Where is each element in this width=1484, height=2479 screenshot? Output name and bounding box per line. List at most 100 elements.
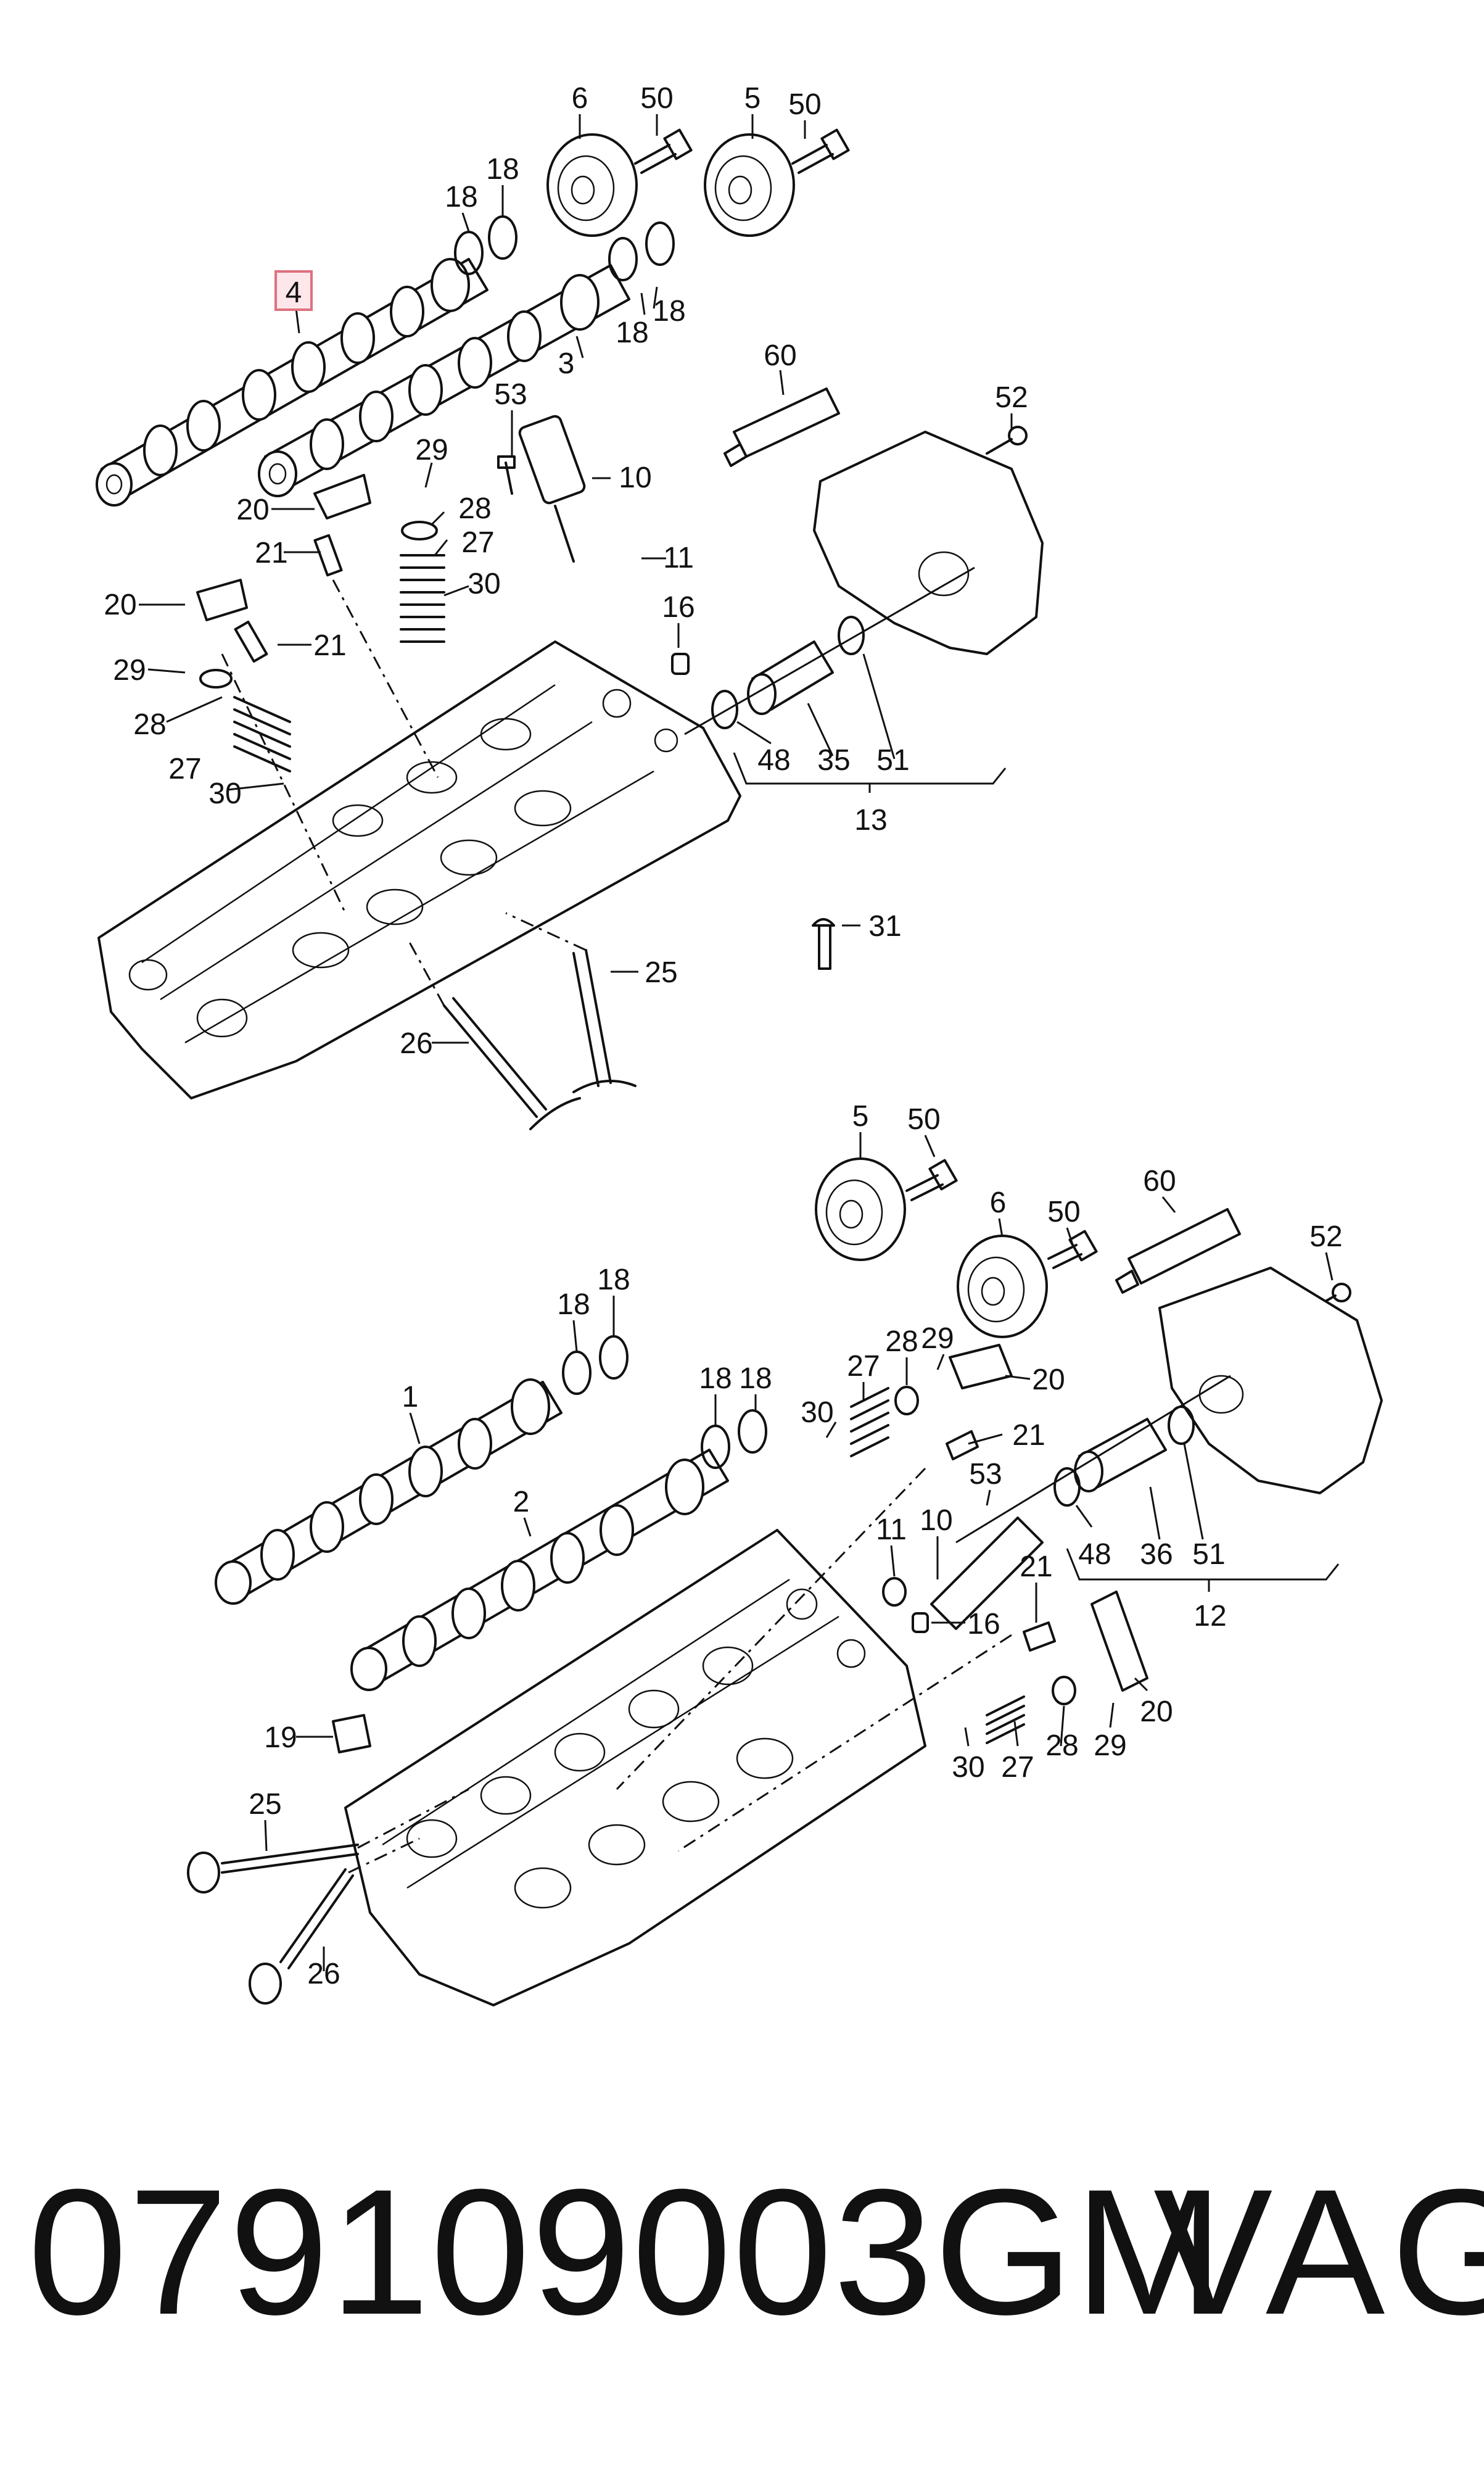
sprocket-5 xyxy=(704,133,795,237)
callout-label: 29 xyxy=(921,1322,954,1355)
callout-label: 30 xyxy=(208,777,241,810)
callout-label: 20 xyxy=(104,589,136,621)
callout-label: 27 xyxy=(461,526,494,559)
callout-label: 51 xyxy=(1192,1538,1225,1571)
highlight-box-callout-4 xyxy=(274,270,313,311)
callout-label: 50 xyxy=(640,82,673,115)
callout-label: 18 xyxy=(653,295,685,328)
seals-28 xyxy=(199,521,438,689)
valve-springs-27-lower xyxy=(850,1387,1025,1744)
leader-lines xyxy=(139,114,1334,1971)
rocker-arm-20-lower-b xyxy=(1090,1591,1148,1692)
bolts-50-lower xyxy=(905,1159,1098,1269)
callout-label: 60 xyxy=(764,339,796,372)
exploded-view-drawing: 6 50 5 50 18 18 4 18 18 3 60 52 53 10 29… xyxy=(96,82,1383,2006)
callout-label: 18 xyxy=(486,153,519,186)
circlips-18-upper xyxy=(454,215,675,281)
callout-label: 29 xyxy=(1094,1729,1126,1762)
callout-label: 29 xyxy=(113,654,146,687)
callout-label: 16 xyxy=(662,591,695,624)
brand-name: VAG xyxy=(1153,2152,1484,2352)
callout-label: 6 xyxy=(572,82,588,115)
filter-35-upper xyxy=(747,640,834,715)
circlips-18-lower xyxy=(562,1335,767,1469)
callout-label: 19 xyxy=(264,1721,297,1754)
callout-label: 28 xyxy=(885,1325,918,1358)
bolt-50-upper-a xyxy=(634,128,693,174)
callout-label: 26 xyxy=(307,1958,340,1990)
callout-label: 25 xyxy=(249,1788,281,1821)
valve-springs-27 xyxy=(233,554,445,772)
callout-label: 28 xyxy=(1045,1729,1078,1762)
callout-label: 51 xyxy=(876,744,909,777)
callout-label: 2 xyxy=(513,1486,530,1518)
bolt-53-upper xyxy=(497,455,516,495)
plug-16-lower xyxy=(912,1612,929,1633)
camshaft-1 xyxy=(215,1378,563,1605)
element-21-lower xyxy=(946,1430,1056,1652)
callout-label: 28 xyxy=(458,492,491,525)
camshaft-3 xyxy=(258,264,630,497)
callout-label: 50 xyxy=(1047,1196,1080,1228)
camshaft-4 xyxy=(96,258,488,507)
cover-13-upper xyxy=(813,431,1044,655)
seals-28-lower xyxy=(894,1386,1076,1705)
upper-assembly xyxy=(96,128,1044,1130)
hydraulic-elements-21 xyxy=(234,534,343,663)
callout-label: 36 xyxy=(1140,1538,1173,1571)
cylinder-head-upper xyxy=(97,640,741,1099)
callout-label: 30 xyxy=(801,1396,833,1429)
rocker-arm-20-lower-a xyxy=(949,1344,1013,1389)
callout-label: 27 xyxy=(1001,1751,1034,1784)
callout-label: 29 xyxy=(415,434,448,466)
callout-label: 30 xyxy=(468,568,500,600)
sprocket-6-lower xyxy=(957,1235,1048,1338)
callout-label: 11 xyxy=(663,542,694,574)
callout-label: 10 xyxy=(619,461,651,494)
callout-label: 21 xyxy=(1012,1419,1045,1452)
callout-label: 52 xyxy=(1309,1220,1342,1253)
callout-label: 53 xyxy=(494,378,527,411)
seal-11-lower xyxy=(882,1577,907,1607)
part-number: 079109003GM xyxy=(28,2152,1225,2352)
callout-label: 21 xyxy=(255,537,287,569)
sprocket-5-lower xyxy=(815,1157,906,1261)
footer: 079109003GM VAG xyxy=(0,2159,1484,2344)
valve-26-lower xyxy=(249,1868,354,2005)
camshaft-2 xyxy=(350,1449,729,1691)
sealant-tube-60-lower xyxy=(1115,1208,1241,1294)
callout-label: 12 xyxy=(1193,1600,1226,1633)
callout-label: 31 xyxy=(868,910,901,943)
sealant-tube-60-upper xyxy=(723,387,840,467)
callout-label: 35 xyxy=(817,744,850,777)
callout-label: 18 xyxy=(557,1288,590,1321)
seals-48-51-upper xyxy=(711,616,865,729)
callout-label: 10 xyxy=(920,1504,952,1537)
valve-25-lower xyxy=(187,1844,359,1893)
valve-26-upper xyxy=(443,997,581,1130)
callout-label: 48 xyxy=(757,744,790,777)
bolt-52-upper xyxy=(986,426,1028,455)
callout-label: 5 xyxy=(744,82,761,115)
cylinder-head-lower xyxy=(344,1529,926,2006)
callout-label: 18 xyxy=(445,181,477,213)
callout-label: 18 xyxy=(699,1362,732,1395)
rocker-arm-20-a xyxy=(313,474,371,519)
callout-label: 28 xyxy=(133,708,166,741)
callout-label: 52 xyxy=(995,381,1028,414)
callout-label: 18 xyxy=(597,1264,630,1296)
callout-label: 27 xyxy=(847,1350,880,1383)
cover-12-lower xyxy=(1158,1267,1383,1494)
callout-label: 50 xyxy=(907,1103,940,1136)
callout-label: 6 xyxy=(990,1186,1007,1219)
callout-label: 1 xyxy=(402,1381,419,1413)
bracket-19 xyxy=(332,1714,371,1753)
callout-label: 20 xyxy=(236,494,269,526)
callout-label: 16 xyxy=(967,1608,1000,1641)
callout-label: 20 xyxy=(1140,1695,1173,1728)
callout-label: 18 xyxy=(739,1362,772,1395)
filter-36-lower xyxy=(1074,1418,1167,1492)
callout-label: 26 xyxy=(400,1027,432,1060)
sprocket-6 xyxy=(546,133,638,237)
